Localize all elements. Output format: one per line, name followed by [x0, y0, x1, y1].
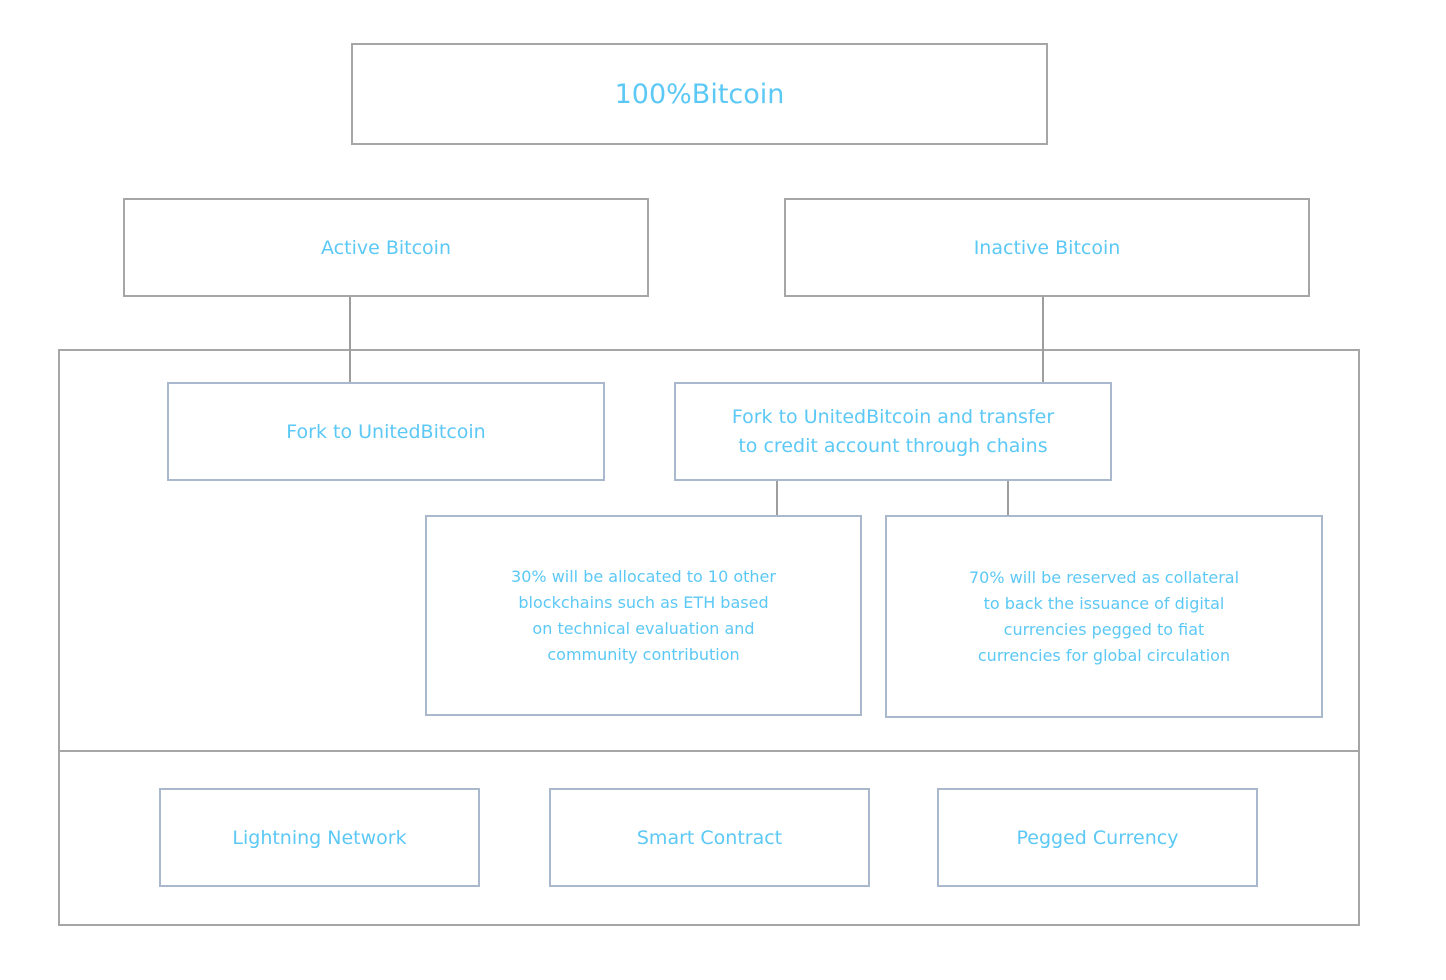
applications-container [58, 750, 1360, 926]
smart-contract-node: Smart Contract [549, 788, 870, 887]
fork-transfer-node: Fork to UnitedBitcoin and transfer to cr… [674, 382, 1112, 481]
connector-transfer-to-70 [1007, 480, 1009, 517]
root-node-label: 100%Bitcoin [614, 78, 785, 110]
allocation-30-label: 30% will be allocated to 10 other blockc… [511, 566, 776, 664]
inactive-bitcoin-label: Inactive Bitcoin [973, 236, 1121, 259]
root-node: 100%Bitcoin [351, 43, 1048, 145]
allocation-30-node: 30% will be allocated to 10 other blockc… [425, 515, 862, 716]
fork-transfer-label: Fork to UnitedBitcoin and transfer to cr… [731, 405, 1055, 457]
active-bitcoin-node: Active Bitcoin [123, 198, 649, 297]
lightning-network-label: Lightning Network [232, 826, 407, 849]
reserve-70-node: 70% will be reserved as collateral to ba… [885, 515, 1323, 718]
connector-inactive-to-transfer [1042, 297, 1044, 383]
fork-united-node: Fork to UnitedBitcoin [167, 382, 605, 481]
reserve-70-label: 70% will be reserved as collateral to ba… [968, 567, 1240, 665]
lightning-network-node: Lightning Network [159, 788, 480, 887]
active-bitcoin-label: Active Bitcoin [321, 236, 451, 259]
inactive-bitcoin-node: Inactive Bitcoin [784, 198, 1310, 297]
smart-contract-label: Smart Contract [636, 826, 783, 849]
connector-active-to-fork [349, 297, 351, 383]
connector-transfer-to-30 [776, 480, 778, 517]
pegged-currency-node: Pegged Currency [937, 788, 1258, 887]
fork-united-label: Fork to UnitedBitcoin [286, 420, 486, 443]
pegged-currency-label: Pegged Currency [1016, 826, 1179, 849]
